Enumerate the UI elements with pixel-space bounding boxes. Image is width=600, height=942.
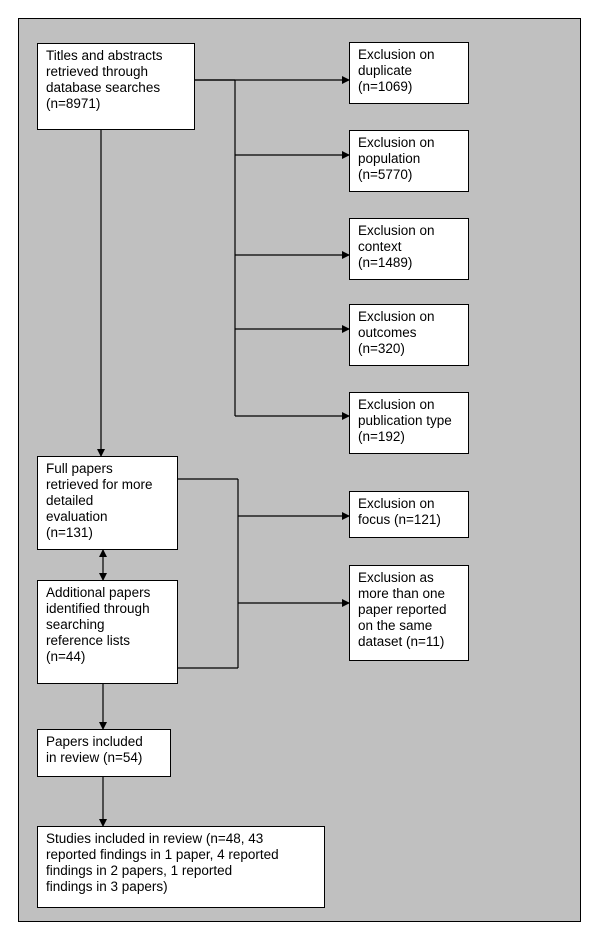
studies-included-box: Studies included in review (n=48, 43 rep… [37,826,325,908]
exclusion-context-box: Exclusion on context (n=1489) [349,218,469,280]
titles-abstracts-box: Titles and abstracts retrieved through d… [37,43,195,130]
additional-papers-box: Additional papers identified through sea… [37,580,178,684]
exclusion-duplicate-box: Exclusion on duplicate (n=1069) [349,42,469,104]
exclusion-population-box: Exclusion on population (n=5770) [349,130,469,192]
full-papers-box: Full papers retrieved for more detailed … [37,456,178,550]
exclusion-outcomes-box: Exclusion on outcomes (n=320) [349,304,469,366]
exclusion-same-dataset-box: Exclusion as more than one paper reporte… [349,565,469,661]
exclusion-focus-box: Exclusion on focus (n=121) [349,491,469,538]
exclusion-publication-type-box: Exclusion on publication type (n=192) [349,392,469,454]
